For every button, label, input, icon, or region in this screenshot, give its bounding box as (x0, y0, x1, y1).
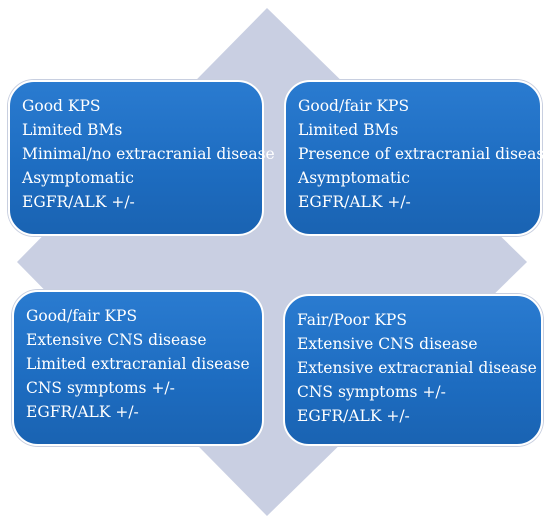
quadrant-line: Extensive CNS disease (26, 331, 207, 349)
quadrant-line: Limited extracranial disease (26, 355, 250, 373)
quadrant-line: Asymptomatic (298, 169, 410, 187)
quadrant-line: Asymptomatic (22, 169, 134, 187)
quadrant-line: Limited BMs (298, 121, 399, 139)
quadrant-top-right: Good/fair KPS Limited BMs Presence of ex… (284, 80, 550, 236)
quadrant-line: CNS symptoms +/- (297, 383, 446, 401)
quadrant-bottom-right: Fair/Poor KPS Extensive CNS disease Exte… (283, 294, 543, 446)
quadrant-line: EGFR/ALK +/- (26, 403, 139, 421)
quadrant-line: Extensive CNS disease (297, 335, 478, 353)
quadrant-line: Extensive extracranial disease (297, 359, 537, 377)
quadrant-line: CNS symptoms +/- (26, 379, 175, 397)
quadrant-bottom-left: Good/fair KPS Extensive CNS disease Limi… (12, 290, 264, 446)
quadrant-line: EGFR/ALK +/- (297, 407, 410, 425)
quadrant-line: Good/fair KPS (26, 307, 138, 325)
quadrant-line: Good KPS (22, 97, 101, 115)
quadrant-line: Limited BMs (22, 121, 123, 139)
quadrant-line: Minimal/no extracranial disease (22, 145, 275, 163)
quadrant-top-left: Good KPS Limited BMs Minimal/no extracra… (8, 80, 275, 236)
quadrant-line: Presence of extracranial disease (298, 145, 550, 163)
quadrant-line: Good/fair KPS (298, 97, 410, 115)
quadrant-line: EGFR/ALK +/- (22, 193, 135, 211)
quadrant-line: EGFR/ALK +/- (298, 193, 411, 211)
quadrant-line: Fair/Poor KPS (297, 311, 407, 329)
